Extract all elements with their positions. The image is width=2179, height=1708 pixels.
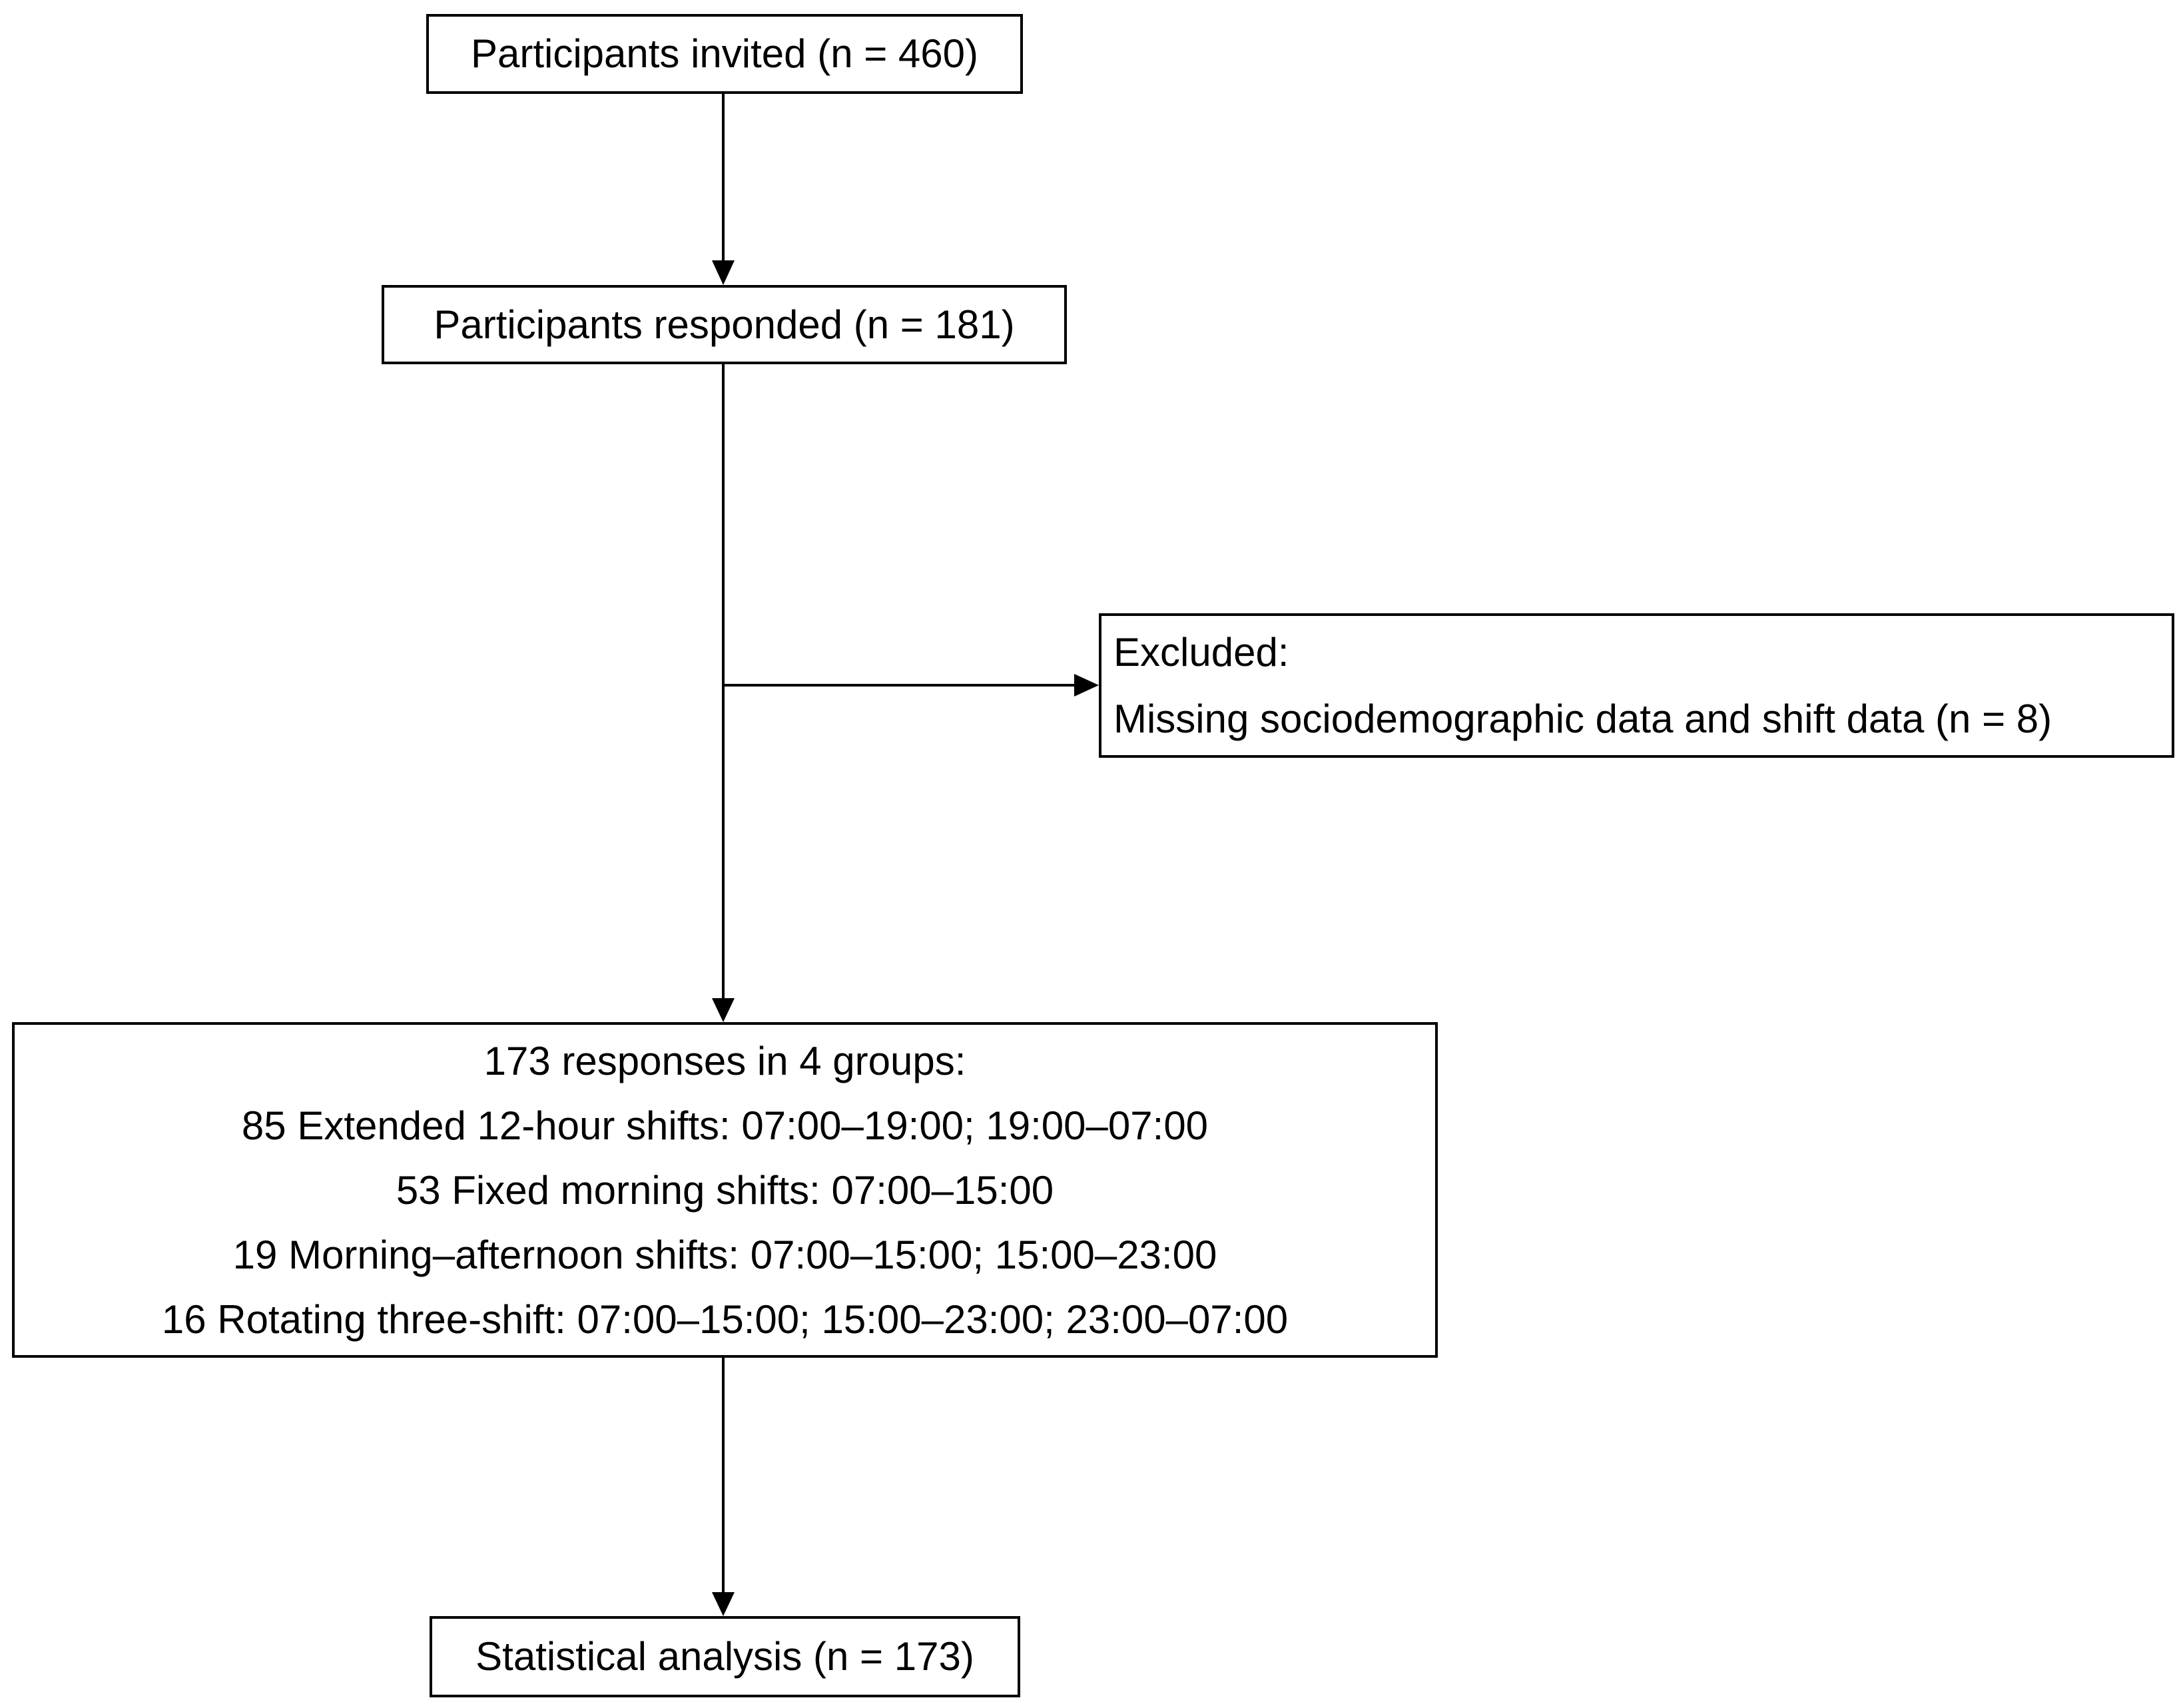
node-analysis: Statistical analysis (n = 173) — [430, 1616, 1020, 1697]
node-groups: 173 responses in 4 groups: 85 Extended 1… — [12, 1022, 1438, 1358]
node-groups-item-rotating: 16 Rotating three-shift: 07:00–15:00; 15… — [161, 1296, 1289, 1342]
node-excluded-reason: Missing sociodemographic data and shift … — [1113, 696, 2052, 741]
node-invited: Participants invited (n = 460) — [426, 14, 1023, 94]
node-groups-item-fixed-morning: 53 Fixed morning shifts: 07:00–15:00 — [396, 1167, 1054, 1213]
node-responded-label: Participants responded (n = 181) — [434, 302, 1015, 347]
arrowhead-excluded — [1074, 674, 1099, 697]
arrowhead-groups — [712, 998, 735, 1022]
node-groups-item-morning-afternoon: 19 Morning–afternoon shifts: 07:00–15:00… — [232, 1232, 1217, 1277]
arrowhead-responded — [712, 260, 735, 285]
node-excluded: Excluded: Missing sociodemographic data … — [1099, 613, 2174, 758]
node-analysis-label: Statistical analysis (n = 173) — [475, 1634, 974, 1679]
node-groups-item-extended: 85 Extended 12-hour shifts: 07:00–19:00;… — [241, 1103, 1209, 1148]
node-responded: Participants responded (n = 181) — [382, 285, 1067, 364]
node-excluded-title: Excluded: — [1113, 629, 1289, 675]
node-invited-label: Participants invited (n = 460) — [470, 31, 979, 76]
arrowhead-analysis — [712, 1592, 735, 1616]
node-groups-title: 173 responses in 4 groups: — [483, 1038, 966, 1083]
